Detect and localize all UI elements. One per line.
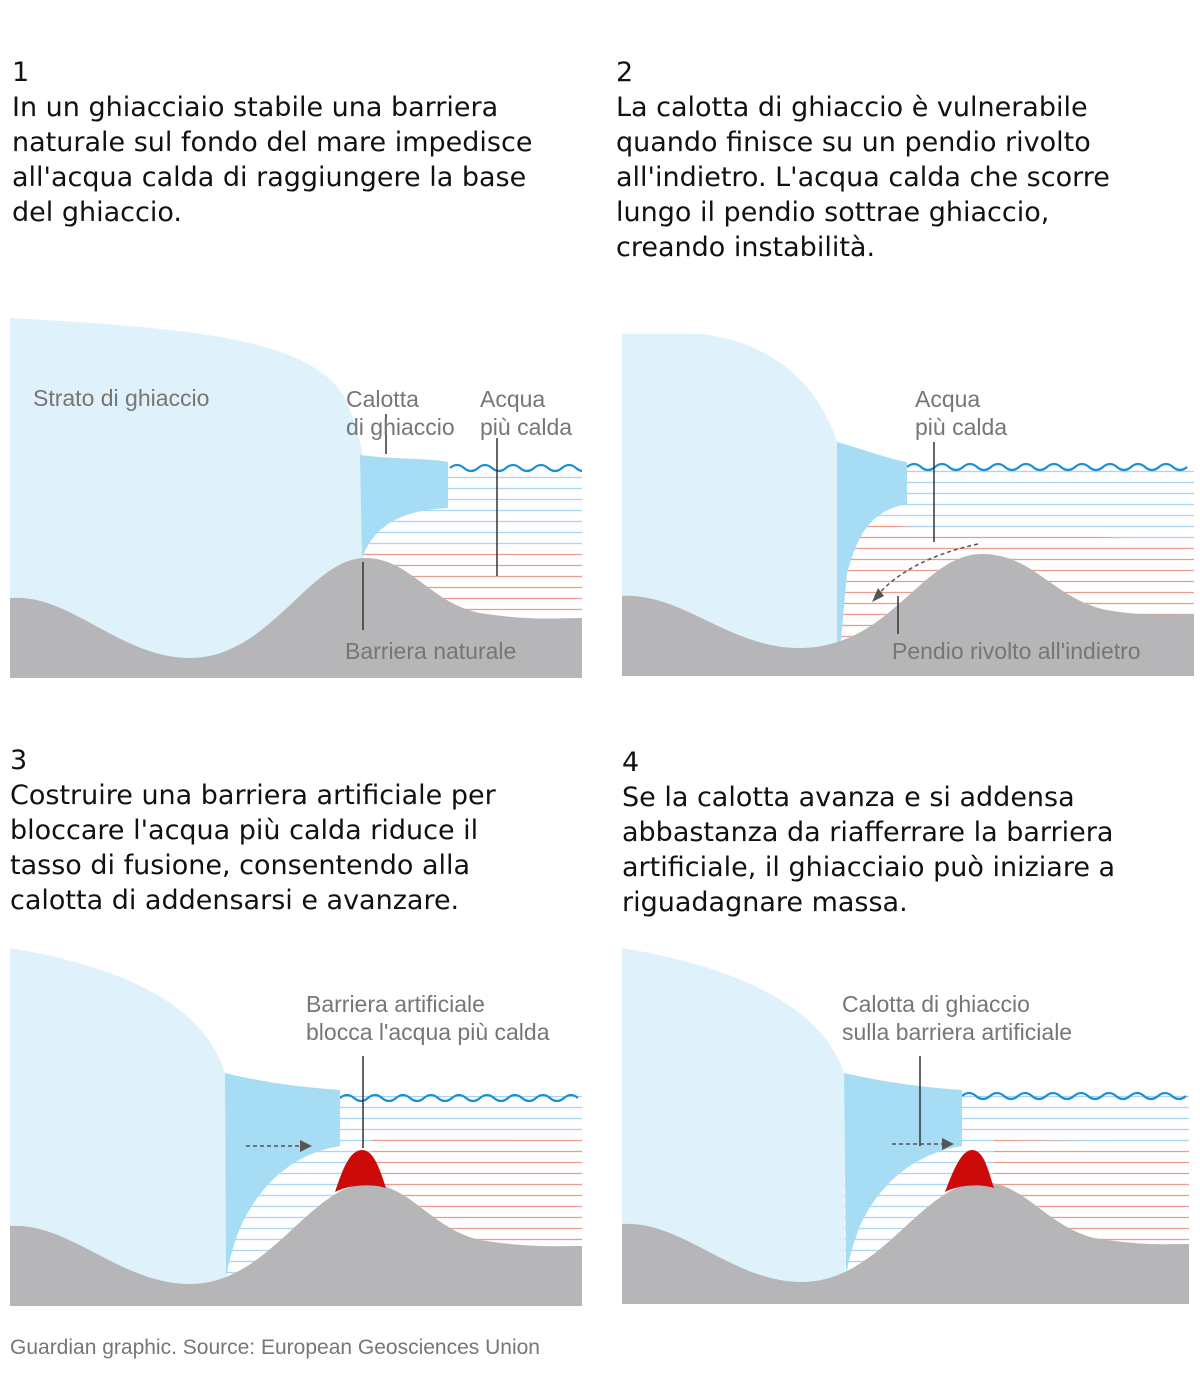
panel-1-number: 1 (12, 57, 30, 88)
ice-sheet (10, 948, 226, 1306)
artificial-barrier-mound (945, 1150, 994, 1192)
wave-line (906, 462, 1188, 472)
ice-shelf (837, 442, 907, 646)
ice-sheet (622, 948, 845, 1304)
panel-3-description: Costruire una barriera artificiale per b… (10, 780, 496, 916)
label-warm-water: Acqua più calda (480, 386, 573, 440)
panel-3-diagram (10, 948, 582, 1306)
label-retrograde-slope: Pendio rivolto all'indietro (892, 638, 1141, 664)
seabed (622, 1182, 1189, 1304)
panel-4-diagram (622, 948, 1189, 1304)
ice-shelf (360, 455, 448, 558)
ice-sheet (622, 334, 840, 676)
panel-2-description: La calotta di ghiaccio è vulnerabile qua… (616, 92, 1110, 263)
wave-line (961, 1091, 1187, 1101)
panel-1-diagram (10, 318, 582, 678)
wave-line (449, 463, 582, 473)
label-ice-sheet: Strato di ghiaccio (33, 385, 210, 411)
label-natural-barrier: Barriera naturale (345, 638, 517, 664)
panel-3-number: 3 (10, 745, 28, 776)
advance-arrow-head (942, 1138, 954, 1150)
panel-4-number: 4 (622, 747, 640, 778)
label-artificial-barrier: Barriera artificiale blocca l'acqua più … (306, 991, 550, 1045)
panel-2-number: 2 (616, 57, 634, 88)
seabed (10, 558, 582, 678)
source-credit: Guardian graphic. Source: European Geosc… (10, 1336, 540, 1359)
label-warm-water: Acqua più calda (915, 386, 1008, 440)
panel-1-description: In un ghiacciaio stabile una barriera na… (12, 92, 533, 228)
artificial-barrier-mound (335, 1150, 386, 1192)
panel-4-description: Se la calotta avanza e si addensa abbast… (622, 782, 1116, 918)
ice-shelf (844, 1073, 962, 1276)
panel-2-diagram (622, 334, 1194, 676)
melt-arrow-head (872, 588, 884, 602)
label-ice-shelf: Calotta di ghiaccio (346, 386, 455, 440)
wave-line (339, 1093, 579, 1103)
seabed (622, 554, 1194, 676)
ice-sheet (10, 318, 363, 678)
ice-shelf (225, 1073, 340, 1278)
melt-arrow (876, 543, 979, 597)
label-shelf-on-barrier: Calotta di ghiaccio sulla barriera artif… (842, 991, 1073, 1045)
seabed (10, 1184, 582, 1306)
advance-arrow-head (300, 1140, 312, 1152)
